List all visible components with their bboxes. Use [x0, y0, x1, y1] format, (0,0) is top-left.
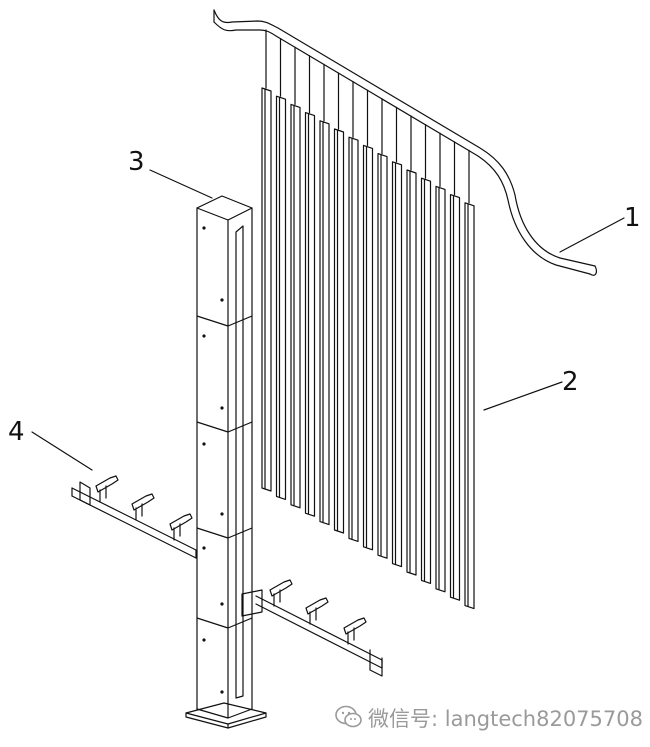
label-4: 4 [8, 417, 25, 447]
leader-line-3 [149, 169, 213, 199]
sprinkler-nozzle [343, 617, 367, 645]
watermark-text: 微信号: langtech82075708 [368, 707, 643, 731]
post-screw [202, 638, 206, 642]
fence-bar [275, 95, 287, 500]
post [185, 195, 267, 729]
fence-bar [449, 194, 461, 601]
post-screws [202, 226, 224, 694]
fence-bar [406, 169, 417, 576]
sprinkler-nozzle [95, 475, 119, 503]
post-screw [202, 442, 206, 446]
fence-bar [391, 161, 403, 568]
post-screw [202, 226, 206, 230]
fence-bar [420, 177, 432, 584]
leader-line-1 [559, 217, 625, 253]
leader-line-2 [483, 381, 563, 411]
post-screw [220, 298, 224, 302]
label-2: 2 [562, 367, 579, 397]
fence-bar [333, 128, 345, 534]
sprinkler-nozzle [305, 597, 329, 625]
label-3: 3 [128, 147, 145, 177]
leader-line-4 [31, 431, 93, 471]
fence-bar [304, 112, 316, 517]
fence-bar [362, 144, 374, 551]
sprinkler-pipe-left [71, 481, 197, 559]
fence-bar [261, 87, 272, 492]
sprinkler-nozzle [269, 579, 293, 607]
post-screw [220, 690, 224, 694]
fence-bar [290, 103, 301, 509]
label-1: 1 [624, 203, 641, 233]
post-screw [220, 406, 224, 410]
sprinkler-nozzles [95, 475, 367, 645]
fence-bar [348, 136, 359, 542]
post-screw [220, 512, 224, 516]
wechat-icon [335, 705, 362, 728]
fence-bar [435, 185, 446, 593]
post-screw [220, 602, 224, 606]
post-screw [202, 334, 206, 338]
fence-bar [319, 120, 330, 526]
fence-bar [464, 202, 475, 610]
fence-bar [377, 153, 388, 559]
sprinkler-nozzle [169, 513, 193, 541]
sprinkler-pipe-right [241, 589, 383, 677]
top-rail [213, 9, 597, 276]
vertical-bars [261, 29, 475, 610]
sprinkler-nozzle [131, 493, 155, 521]
post-screw [202, 546, 206, 550]
